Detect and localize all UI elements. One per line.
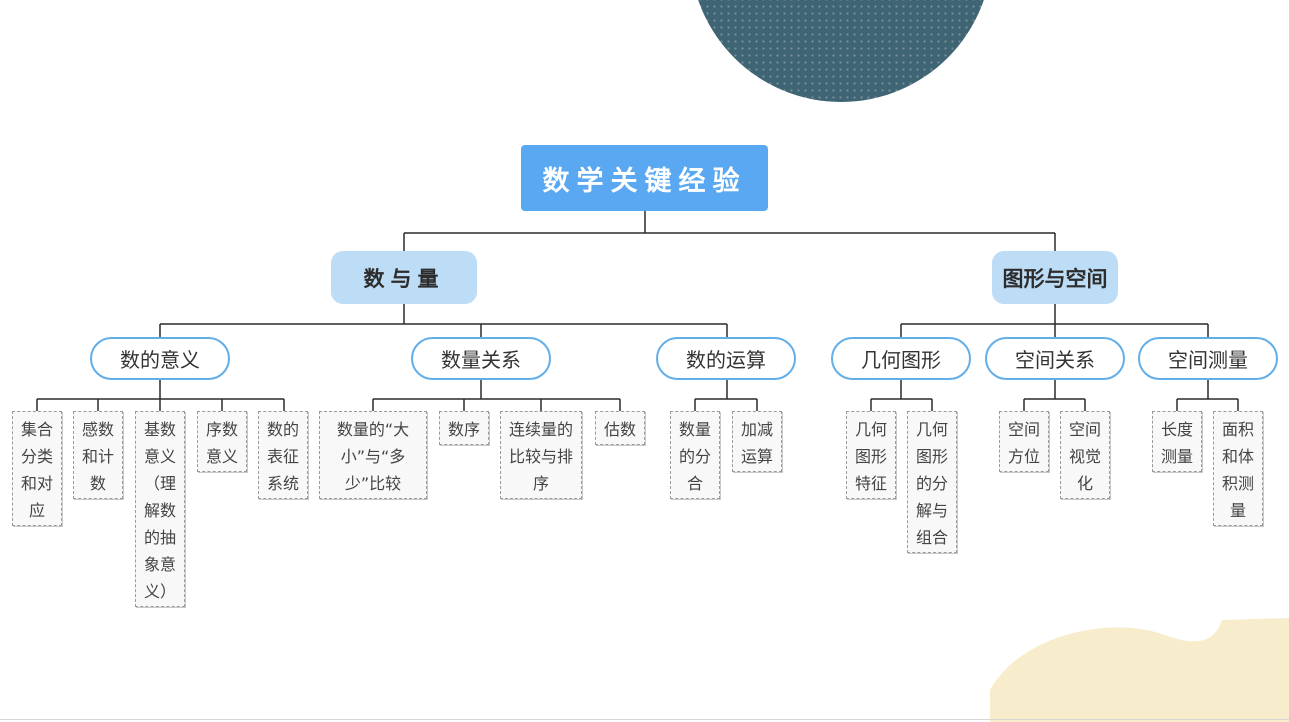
sub-spatial-relations: 空间关系 bbox=[985, 337, 1125, 380]
leaf-shape-features: 几何 图形 特征 bbox=[846, 411, 896, 499]
sub-geometric-shapes: 几何图形 bbox=[831, 337, 971, 380]
sub-quantity-relations: 数量关系 bbox=[411, 337, 551, 380]
leaf-area-volume-measurement: 面积 和体 积测 量 bbox=[1213, 411, 1263, 526]
sub-number-meaning: 数的意义 bbox=[90, 337, 230, 380]
leaf-add-subtract: 加减 运算 bbox=[732, 411, 782, 472]
category-number-and-quantity: 数与量 bbox=[331, 251, 477, 304]
root-node: 数学关键经验 bbox=[521, 145, 768, 211]
sub-spatial-measurement: 空间测量 bbox=[1138, 337, 1278, 380]
leaf-ordinal-meaning: 序数 意义 bbox=[197, 411, 247, 472]
decorative-yellow-blob bbox=[990, 618, 1289, 722]
category-shape-and-space: 图形与空间 bbox=[992, 251, 1118, 304]
leaf-cardinal-meaning: 基数 意义 （理 解数 的抽 象意 义） bbox=[135, 411, 185, 607]
leaf-set-classification: 集合 分类 和对 应 bbox=[12, 411, 62, 526]
leaf-shape-decomposition: 几何 图形 的分 解与 组合 bbox=[907, 411, 957, 553]
leaf-number-representation: 数的 表征 系统 bbox=[258, 411, 308, 499]
leaf-number-sequence: 数序 bbox=[439, 411, 489, 445]
leaf-estimation: 估数 bbox=[595, 411, 645, 445]
leaf-size-comparison: 数量的“大 小”与“多 少”比较 bbox=[319, 411, 427, 499]
leaf-number-composition: 数量 的分 合 bbox=[670, 411, 720, 499]
leaf-continuous-quantity: 连续量的 比较与排 序 bbox=[500, 411, 582, 499]
leaf-length-measurement: 长度 测量 bbox=[1152, 411, 1202, 472]
leaf-spatial-position: 空间 方位 bbox=[999, 411, 1049, 472]
leaf-subitizing-counting: 感数 和计 数 bbox=[73, 411, 123, 499]
bottom-divider bbox=[0, 719, 1289, 720]
sub-number-operations: 数的运算 bbox=[656, 337, 796, 380]
leaf-spatial-visualization: 空间 视觉 化 bbox=[1060, 411, 1110, 499]
